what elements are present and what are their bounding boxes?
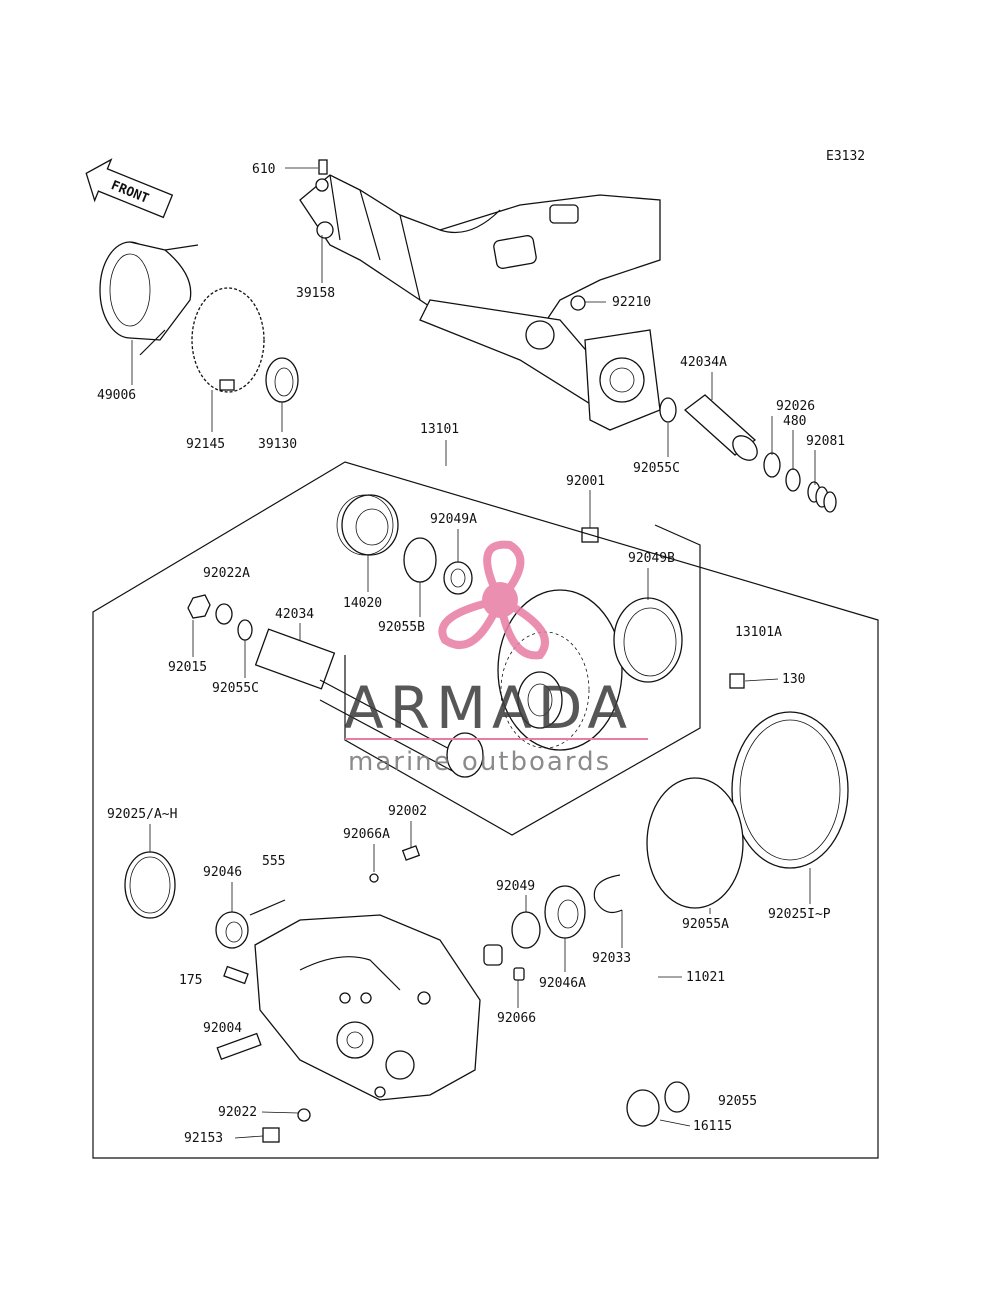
callout-92046: 92046 xyxy=(203,865,242,880)
callout-16115: 16115 xyxy=(693,1119,732,1134)
part-92049A-seal xyxy=(443,561,473,595)
part-92055B-oring xyxy=(403,537,437,583)
part-92066-dowel xyxy=(483,944,503,966)
section-outline xyxy=(92,461,879,1159)
part-92153-bolt xyxy=(262,1127,280,1143)
part-92145-clamp xyxy=(191,287,265,393)
part-92081-spring xyxy=(807,481,837,513)
callout-92049B: 92049B xyxy=(628,551,675,566)
callout-11021: 11021 xyxy=(686,970,725,985)
part-92210-plug xyxy=(570,295,586,311)
callout-555: 555 xyxy=(262,854,285,869)
part-13101-ring-gear xyxy=(497,589,623,751)
callout-175: 175 xyxy=(179,973,202,988)
part-92055C-oring-top xyxy=(659,397,677,423)
diagram-code: E3132 xyxy=(826,149,865,164)
part-92046A-bearing xyxy=(544,885,586,939)
callout-92049: 92049 xyxy=(496,879,535,894)
callout-92022A: 92022A xyxy=(203,566,250,581)
callout-92026: 92026 xyxy=(776,399,815,414)
leader-line-130 xyxy=(744,678,779,682)
part-92055A-oring xyxy=(646,777,744,909)
callout-92055A: 92055A xyxy=(682,917,729,932)
part-92049-seal xyxy=(511,911,541,949)
part-92015-nut xyxy=(187,594,211,619)
callout-39158: 39158 xyxy=(296,286,335,301)
part-175-stud xyxy=(223,965,249,985)
part-42034A-sleeve xyxy=(683,394,758,461)
callout-92033: 92033 xyxy=(592,951,631,966)
part-92066-dowel-2 xyxy=(513,967,525,981)
callout-92015: 92015 xyxy=(168,660,207,675)
watermark-logo xyxy=(438,540,549,660)
watermark-brand: ARMADA xyxy=(344,674,633,742)
part-42034-pinion xyxy=(254,628,484,778)
part-92026-washer xyxy=(763,452,781,478)
callout-13101A: 13101A xyxy=(735,625,782,640)
callout-480: 480 xyxy=(783,414,806,429)
part-92033-circlip xyxy=(593,874,623,913)
part-14020-bearing xyxy=(336,494,399,556)
leader-line-92022 xyxy=(261,1111,299,1114)
callout-130: 130 xyxy=(782,672,805,687)
watermark-tagline: marine outboards xyxy=(348,747,611,777)
callout-42034: 42034 xyxy=(275,607,314,622)
callout-92145: 92145 xyxy=(186,437,225,452)
part-130-bolt xyxy=(729,673,745,689)
part-92046-bearing xyxy=(215,911,249,949)
callout-92066: 92066 xyxy=(497,1011,536,1026)
callout-92049A: 92049A xyxy=(430,512,477,527)
part-92002-bolt xyxy=(401,845,421,861)
part-92025AH-shim xyxy=(124,851,176,919)
inner-outline xyxy=(344,524,701,836)
callout-49006: 49006 xyxy=(97,388,136,403)
callout-92210: 92210 xyxy=(612,295,651,310)
callout-92153: 92153 xyxy=(184,1131,223,1146)
part-610-bolt xyxy=(318,159,328,175)
front-direction-arrow: FRONT xyxy=(85,158,174,219)
part-92049B-seal xyxy=(613,597,683,683)
callout-92081: 92081 xyxy=(806,434,845,449)
leader-line-92153 xyxy=(234,1135,264,1139)
callout-92022: 92022 xyxy=(218,1105,257,1120)
callout-39130: 39130 xyxy=(258,437,297,452)
part-480-ring xyxy=(785,468,801,492)
part-92055C-oring xyxy=(237,619,253,641)
part-92066A-plug xyxy=(369,873,379,883)
callout-92025IP: 92025I~P xyxy=(768,907,831,922)
part-49006-boot xyxy=(99,241,199,356)
callout-92004: 92004 xyxy=(203,1021,242,1036)
part-92025IP-gasket xyxy=(731,711,849,869)
callout-92055C: 92055C xyxy=(212,681,259,696)
callout-92055C_top: 92055C xyxy=(633,461,680,476)
callout-92055B: 92055B xyxy=(378,620,425,635)
part-92022A-washer xyxy=(215,603,233,625)
part-92022-washer xyxy=(297,1108,311,1122)
callout-42034A: 42034A xyxy=(680,355,727,370)
callout-610: 610 xyxy=(252,162,275,177)
swingarm-reference xyxy=(299,174,661,431)
callout-92066A: 92066A xyxy=(343,827,390,842)
callout-14020: 14020 xyxy=(343,596,382,611)
part-39130-seal xyxy=(265,357,299,403)
part-92004-stud xyxy=(216,1032,262,1060)
callout-92001: 92001 xyxy=(566,474,605,489)
part-16115-cap xyxy=(626,1089,660,1127)
callout-92025AH: 92025/A~H xyxy=(107,807,177,822)
callout-92055: 92055 xyxy=(718,1094,757,1109)
callout-13101: 13101 xyxy=(420,422,459,437)
leader-line-16115 xyxy=(659,1119,691,1127)
callout-92002: 92002 xyxy=(388,804,427,819)
part-555-pin xyxy=(249,899,286,916)
callout-92046A: 92046A xyxy=(539,976,586,991)
part-11021-housing xyxy=(254,914,481,1101)
part-92055-oring xyxy=(664,1081,690,1113)
